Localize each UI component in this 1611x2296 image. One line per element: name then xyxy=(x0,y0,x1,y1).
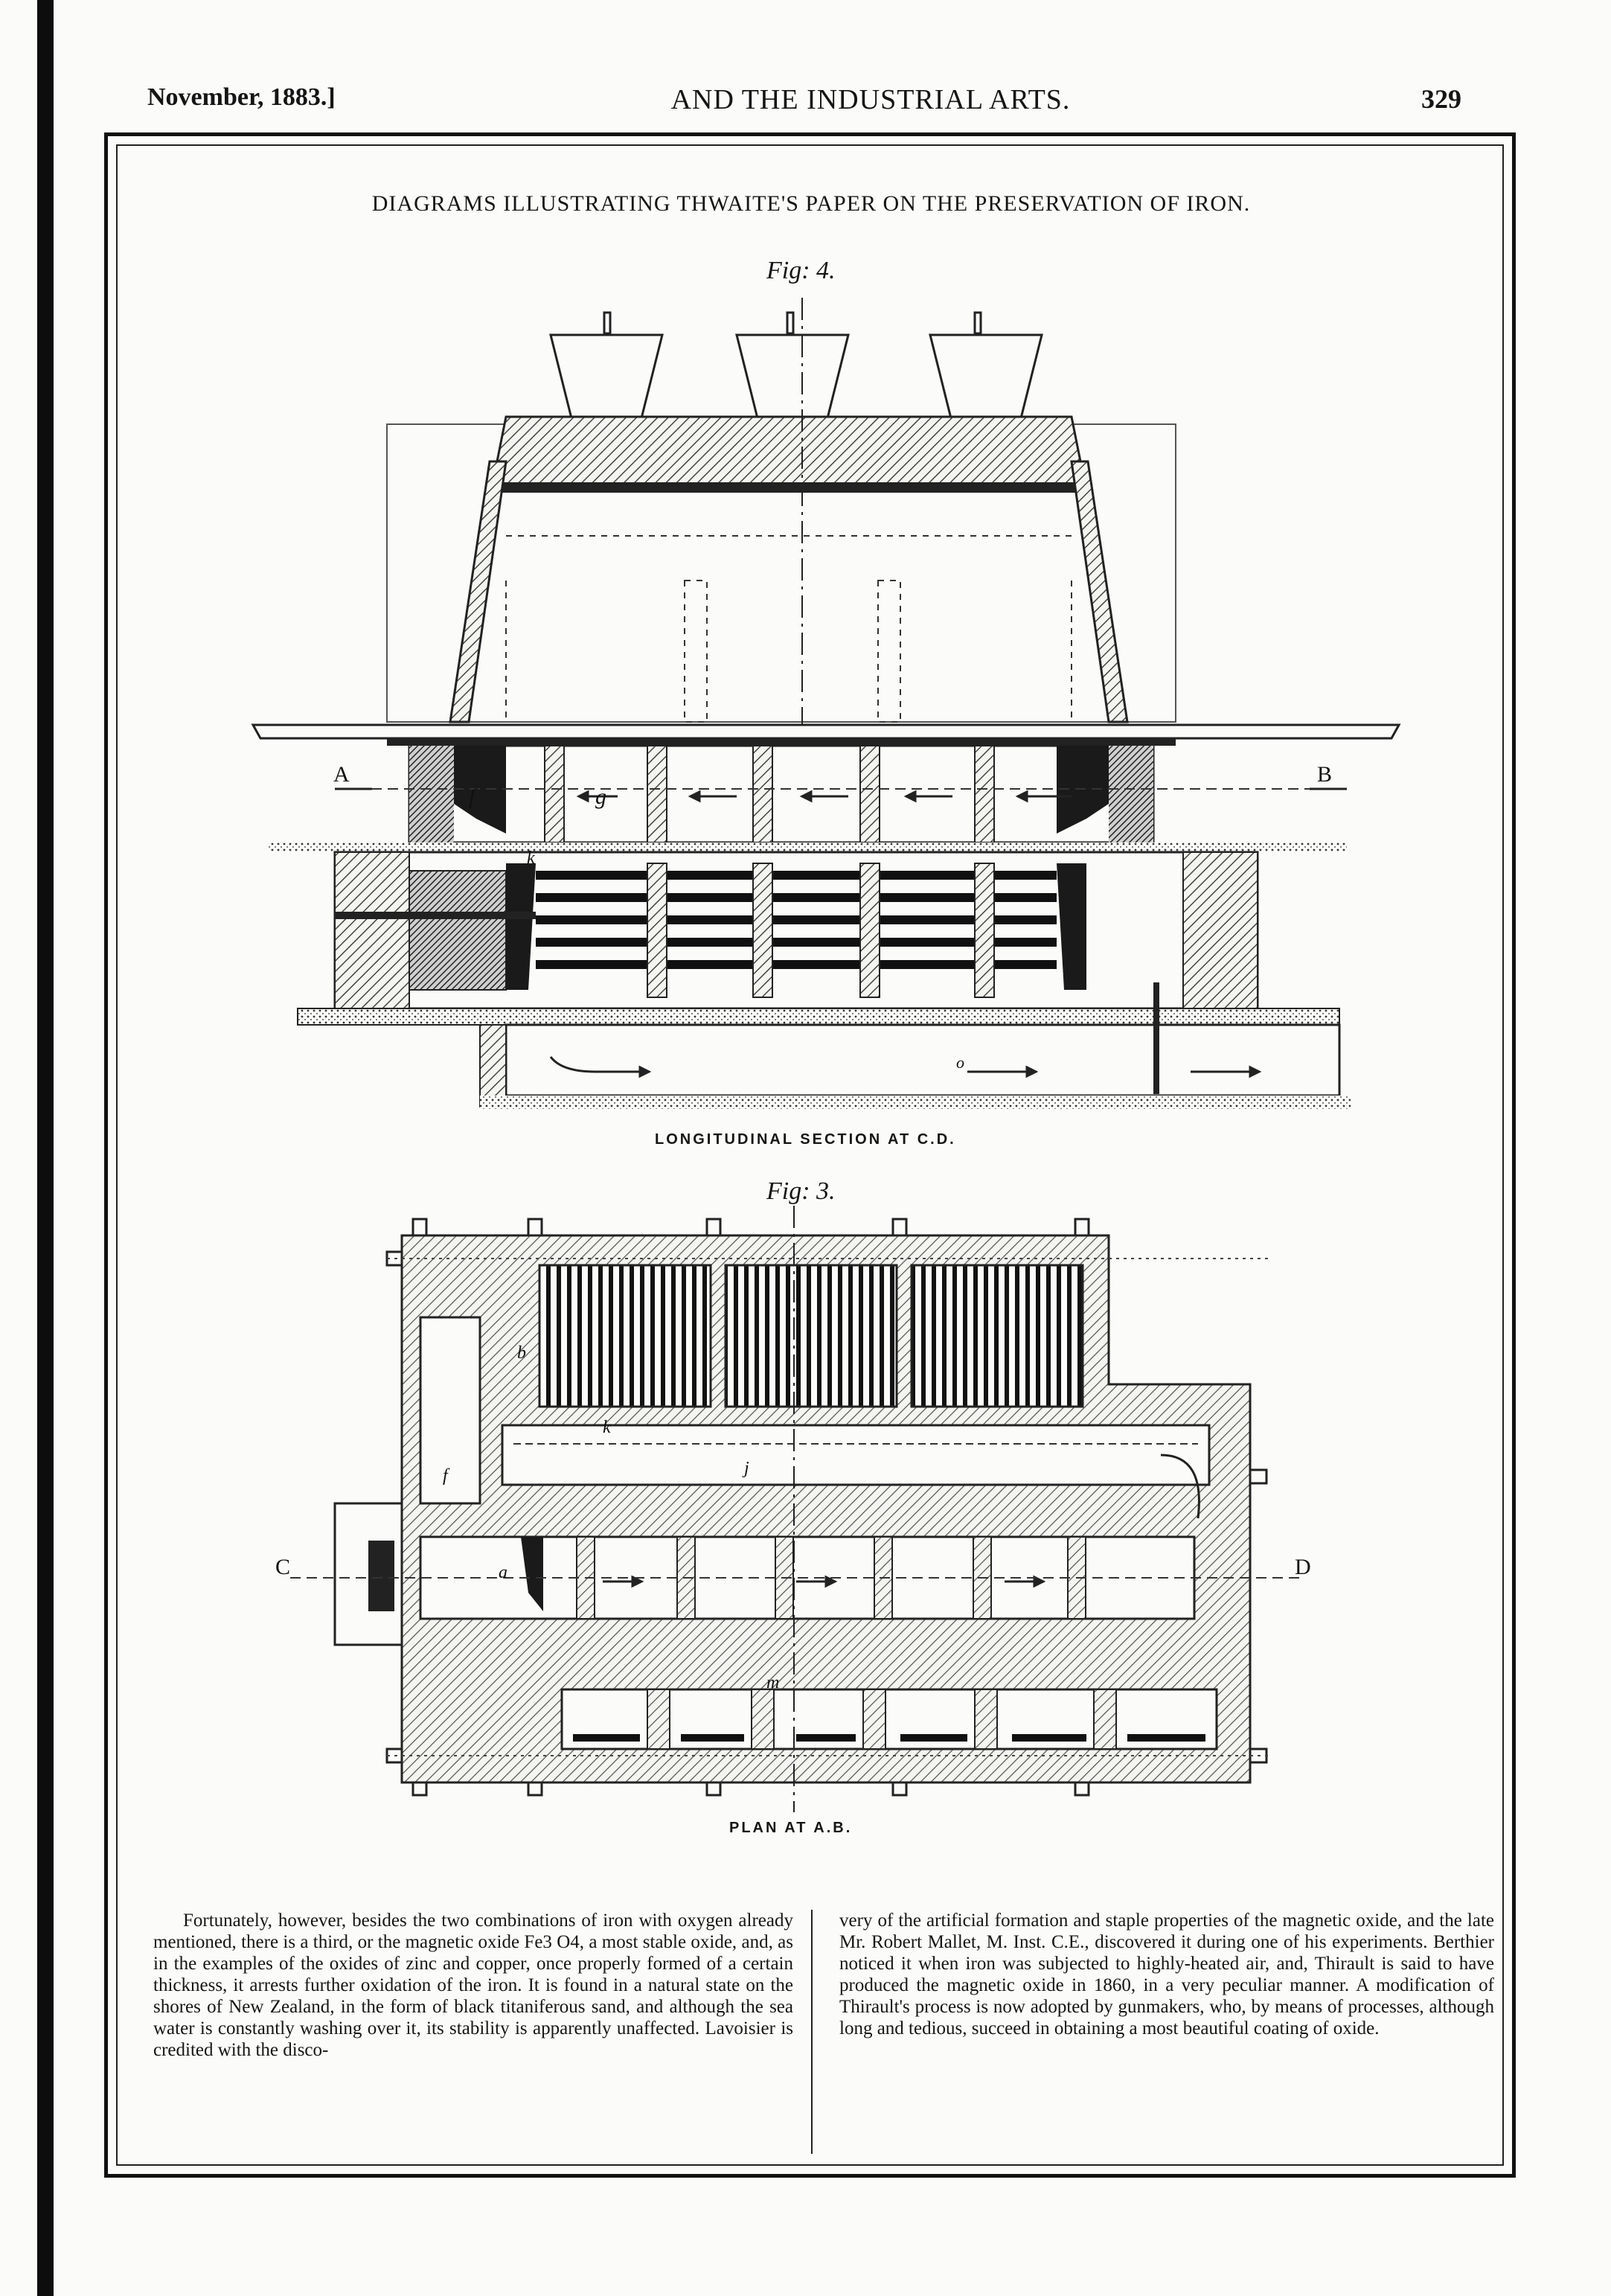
article-right-text: very of the artificial formation and sta… xyxy=(839,1910,1494,2038)
plate-frame-inner xyxy=(116,144,1504,2166)
fig4-mark-o: o xyxy=(956,1053,964,1072)
column-divider xyxy=(811,1910,813,2154)
header-title: AND THE INDUSTRIAL ARTS. xyxy=(670,84,1071,115)
figure-3-plan: C D k j b m f a xyxy=(275,1206,1311,1812)
plate-title: DIAGRAMS ILLUSTRATING THWAITE'S PAPER ON… xyxy=(371,191,1251,216)
fig4-mark-k: k xyxy=(527,848,535,868)
fig3-mark-c: C xyxy=(275,1555,290,1579)
figure-3-label: Fig: 3. xyxy=(766,1177,836,1205)
header-date: November, 1883.] xyxy=(147,83,336,111)
figure-4-label: Fig: 4. xyxy=(766,257,836,284)
binding-edge xyxy=(37,0,54,2296)
fig3-mark-f: f xyxy=(443,1466,450,1486)
article-right-column: very of the artificial formation and sta… xyxy=(839,1910,1494,2039)
fig3-mark-d: D xyxy=(1295,1555,1311,1579)
hopper-group xyxy=(549,311,1043,426)
figure-4-longitudinal-section: A B f g k o xyxy=(251,298,1401,1109)
figure-4-caption: LONGITUDINAL SECTION AT C.D. xyxy=(655,1131,956,1148)
fig4-mark-a: A xyxy=(333,762,350,787)
fig3-mark-j: j xyxy=(742,1459,749,1478)
article-left-column: Fortunately, however, besides the two co… xyxy=(153,1910,793,2061)
article-left-text: Fortunately, however, besides the two co… xyxy=(153,1910,793,2060)
fig3-mark-k: k xyxy=(603,1418,611,1437)
figure-3-caption: PLAN AT A.B. xyxy=(729,1820,853,1836)
fig3-mark-m: m xyxy=(766,1673,779,1692)
fig4-mark-g: g xyxy=(595,784,606,809)
fig3-mark-b: b xyxy=(517,1343,526,1363)
page-number: 329 xyxy=(1421,84,1461,114)
fig3-mark-a: a xyxy=(499,1563,507,1582)
fig4-mark-b: B xyxy=(1317,762,1332,787)
plate-frame-outer xyxy=(104,132,1516,2178)
